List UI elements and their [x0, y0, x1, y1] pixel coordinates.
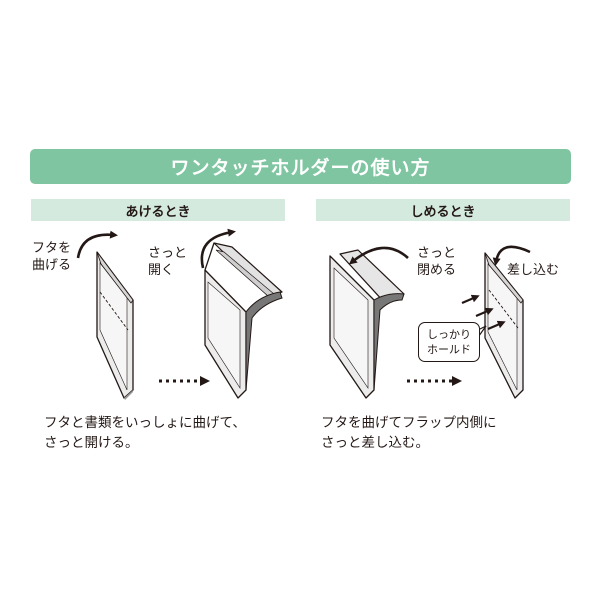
label-bend-flap: フタを 曲げる — [32, 241, 72, 273]
label-open-quickly: さっと 開く — [148, 246, 188, 278]
folder-opening-illustration — [204, 242, 283, 399]
caption-open: フタと書類をいっしょに曲げて、 さっと開ける。 — [44, 415, 246, 451]
title-banner: ワンタッチホルダーの使い方 — [30, 149, 571, 184]
section-header-close: しめるとき — [316, 199, 570, 221]
section-header-open: あけるとき — [31, 199, 285, 221]
folder-closed-illustration — [96, 251, 134, 400]
label-close-quickly: さっと 閉める — [417, 246, 457, 278]
page-title: ワンタッチホルダーの使い方 — [170, 157, 431, 179]
caption-close: フタを曲げてフラップ内側に さっと差し込む。 — [321, 415, 497, 451]
folder-closing-illustration — [329, 249, 405, 399]
curved-arrow-icon — [200, 228, 236, 269]
curved-arrow-icon — [76, 230, 118, 259]
curved-arrow-icon — [492, 245, 531, 266]
callout-hold: しっかり ホールド — [418, 322, 480, 362]
small-arrow-icon — [461, 294, 506, 331]
dotted-arrow-icon — [159, 376, 210, 386]
label-insert: 差し込む — [507, 263, 560, 278]
curved-arrow-icon — [348, 246, 409, 265]
dotted-arrow-icon — [407, 376, 462, 386]
